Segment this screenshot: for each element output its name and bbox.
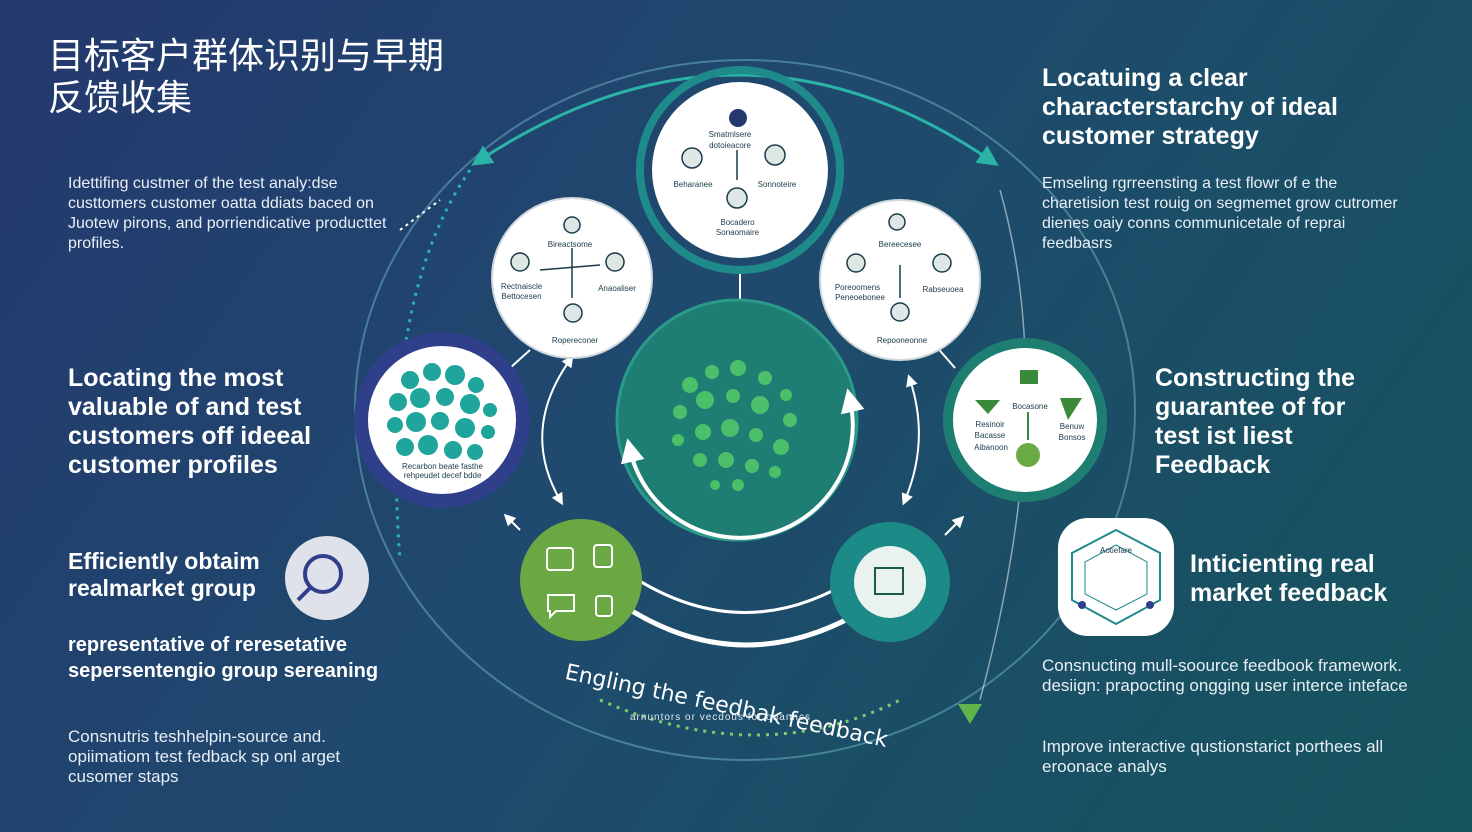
left-heading-1: Locating the most valuable of and test c… — [68, 364, 312, 479]
hex-label: Aotiefare — [1099, 546, 1133, 555]
left-desc-2: Consnutris teshhelpin-source and. opiima… — [68, 727, 341, 786]
outer-dotted-bottom — [599, 698, 901, 737]
hex-icon-bg — [1058, 518, 1174, 636]
search-icon-bg — [285, 536, 369, 620]
icons-right-label-4: Benuw — [1059, 422, 1085, 431]
cluster-caption: Recarbon beate fasthe rehpeudet decef bd… — [402, 462, 483, 480]
icons-right-label-6: Aibanoon — [974, 443, 1008, 452]
node-ul-label-3: Bettocesen — [501, 292, 542, 301]
node-top-label-5: Bocadero — [720, 218, 755, 227]
right-desc-2: Consnucting mull-soource feedbook framew… — [1042, 656, 1408, 695]
cluster-dots — [387, 363, 497, 460]
feedback-dotted-left — [399, 199, 441, 231]
node-top-label-6: Sonaomaire — [715, 228, 760, 237]
left-desc-1: Idettifing custmer of the test analy:dse… — [68, 175, 387, 252]
node-top-label-3: Beharanee — [673, 180, 713, 189]
node-ur-label-2: Poreoomens — [834, 283, 881, 292]
node-ul-label-4: Anaoaliser — [598, 284, 636, 293]
arc-sublabel: arnuntors or vecdous for ouanncs — [630, 712, 811, 723]
node-ur-label-1: Bereecesee — [878, 240, 922, 249]
right-heading-1: Locatuing a clear characterstarchy of id… — [1042, 64, 1338, 150]
icons-right-label-1: Bocasone — [1012, 402, 1048, 411]
node-ul-label-2: Rectnaiscle — [500, 282, 543, 291]
right-heading-3: Inticienting real market feedback — [1190, 550, 1388, 607]
left-heading-2: Efficiently obtaim realmarket group — [68, 548, 260, 601]
node-top-label-4: Sonnoteire — [757, 180, 797, 189]
icons-right-label-2: Resinoir — [975, 420, 1005, 429]
left-heading-3: representative of reresetative sepersent… — [68, 634, 379, 682]
node-ul-label-5: Ropereconer — [551, 336, 599, 345]
outer-arc-top — [471, 73, 999, 166]
node-top-label-2: dotoieacore — [709, 141, 751, 150]
node-bottom-left — [520, 519, 642, 641]
page-title: 目标客户群体识别与早期反馈收集 — [48, 36, 445, 119]
node-ur-label-3: Peneoebonee — [835, 293, 885, 302]
right-desc-3: Improve interactive qustionstarict porth… — [1042, 737, 1384, 776]
center-dots — [672, 360, 797, 491]
right-desc-1: Emseling rgrreensting a test flowr of e … — [1042, 175, 1398, 252]
icons-right-label-5: Bonsos — [1058, 433, 1086, 442]
node-ur-label-5: Repooneonne — [876, 336, 928, 345]
node-top-label-1: Smatmlsere — [708, 130, 752, 139]
green-triangle — [958, 704, 982, 724]
node-top — [636, 66, 844, 274]
icons-right-label-3: Bacasse — [974, 431, 1006, 440]
node-ul-label-1: Bireactsome — [547, 240, 593, 249]
right-heading-2: Constructing the guarantee of for test i… — [1155, 364, 1355, 479]
node-ur-label-4: Rabseuoea — [922, 285, 964, 294]
